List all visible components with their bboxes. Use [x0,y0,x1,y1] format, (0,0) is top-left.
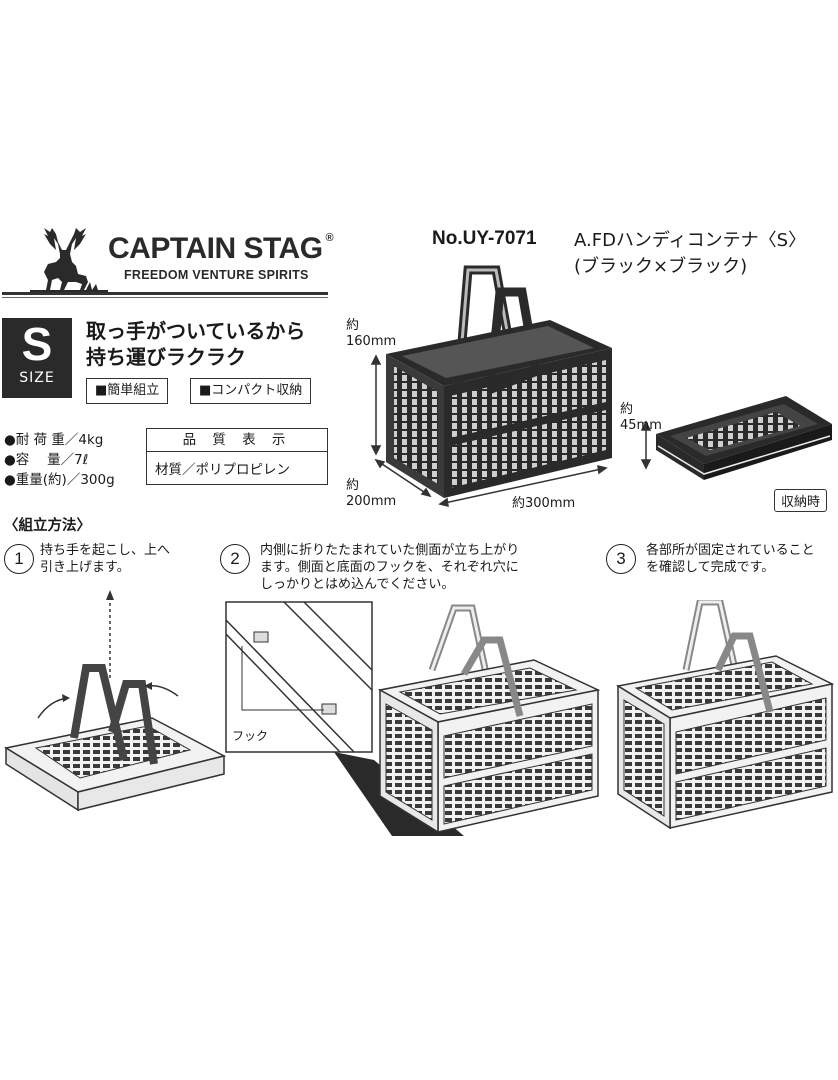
brand-divider-thin [2,297,328,298]
stored-label: 収納時 [774,489,828,512]
step-3-line-1: 各部所が固定されていること [646,543,815,558]
registered-mark: ® [325,232,334,244]
quality-table-header: 品 質 表 示 [147,429,327,452]
step-2-line-1: 内側に折りたたまれていた側面が立ち上がり [260,543,520,558]
step-number-2: 2 [220,544,250,574]
dim-depth: 約 200mm [346,478,396,510]
brand-divider [2,292,328,295]
stag-logo-icon [30,228,108,294]
step-2-line-2: ます。側面と底面のフックを、それぞれ穴に [260,560,519,575]
headline-line-2: 持ち運びラクラク [86,345,246,369]
dim-folded-height: 約 45mm [620,402,662,434]
product-color: (ブラック×ブラック) [574,256,748,277]
quality-table: 品 質 表 示 材質／ポリプロピレン [146,428,328,485]
product-name: A.FDハンディコンテナ〈S〉 [574,230,807,251]
step-2-illustration [225,601,601,836]
spec-load: ●耐 荷 重／4kg [4,432,104,448]
headline: 取っ手がついているから 持ち運びラクラク [86,318,305,370]
dim-height-approx: 約 [346,318,360,333]
step-number-3: 3 [606,544,636,574]
dim-height: 約 160mm [346,318,396,350]
step-3-text: 各部所が固定されていること を確認して完成です。 [646,542,815,576]
brand-tagline: FREEDOM VENTURE SPIRITS [124,268,309,282]
size-badge: S SIZE [2,318,72,398]
brand-name: CAPTAIN STAG® [108,232,334,266]
step-2-text: 内側に折りたたまれていた側面が立ち上がり ます。側面と底面のフックを、それぞれ穴… [260,542,519,593]
feature-tag-easy-assembly: ■簡単組立 [86,378,169,404]
dim-width: 約300mm [512,496,576,511]
step-1-illustration [3,590,227,812]
step-1-line-2: 引き上げます。 [40,560,130,575]
container-illustration [386,265,612,498]
quality-table-material: 材質／ポリプロピレン [155,462,290,478]
headline-line-1: 取っ手がついているから [86,319,306,343]
step-1-line-1: 持ち手を起こし、上へ [40,543,171,558]
dim-height-value: 160mm [346,334,397,349]
spec-capacity: ●容 量／7ℓ [4,452,89,468]
size-label: SIZE [19,370,55,386]
assembly-title: 〈組立方法〉 [4,518,91,534]
step-3-illustration [615,600,835,830]
step-number-1: 1 [4,544,34,574]
spec-weight: ●重量(約)／300g [4,472,115,488]
dim-depth-value: 200mm [346,494,397,509]
dim-folded-approx: 約 [620,402,634,417]
dim-depth-approx: 約 [346,478,360,493]
folded-container-illustration [640,396,832,480]
step-3-line-2: を確認して完成です。 [646,560,775,575]
dim-folded-value: 45mm [620,418,662,433]
step-2-line-3: しっかりとはめ込んでください。 [260,577,455,592]
model-number: No.UY-7071 [432,228,537,249]
step-1-text: 持ち手を起こし、上へ 引き上げます。 [40,542,170,576]
size-letter: S [21,318,53,370]
hook-label: フック [230,727,271,744]
dimension-arrows [370,354,608,507]
brand-name-text: CAPTAIN STAG [108,232,323,265]
feature-tag-compact-storage: ■コンパクト収納 [190,378,312,404]
